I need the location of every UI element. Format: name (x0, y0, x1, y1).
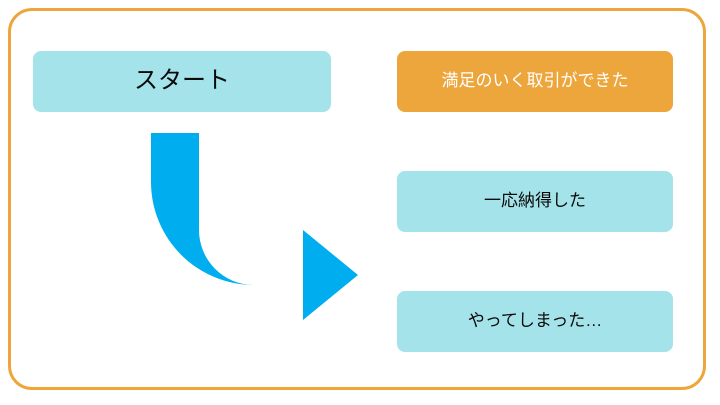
outcome-box-2[interactable]: 一応納得した (397, 171, 673, 232)
outcome-box-3-label: やってしまった… (467, 311, 603, 331)
outcome-box-2-label: 一応納得した (484, 191, 586, 211)
start-box[interactable]: スタート (33, 51, 331, 112)
outcome-box-3[interactable]: やってしまった… (397, 291, 673, 352)
slide-border-frame (8, 8, 706, 390)
bent-arrow-path (151, 133, 358, 320)
outcome-box-1-label: 満足のいく取引ができた (441, 71, 629, 91)
start-box-label: スタート (134, 67, 230, 95)
bent-arrow-right-icon (151, 133, 358, 320)
outcome-box-1[interactable]: 満足のいく取引ができた (397, 51, 673, 112)
